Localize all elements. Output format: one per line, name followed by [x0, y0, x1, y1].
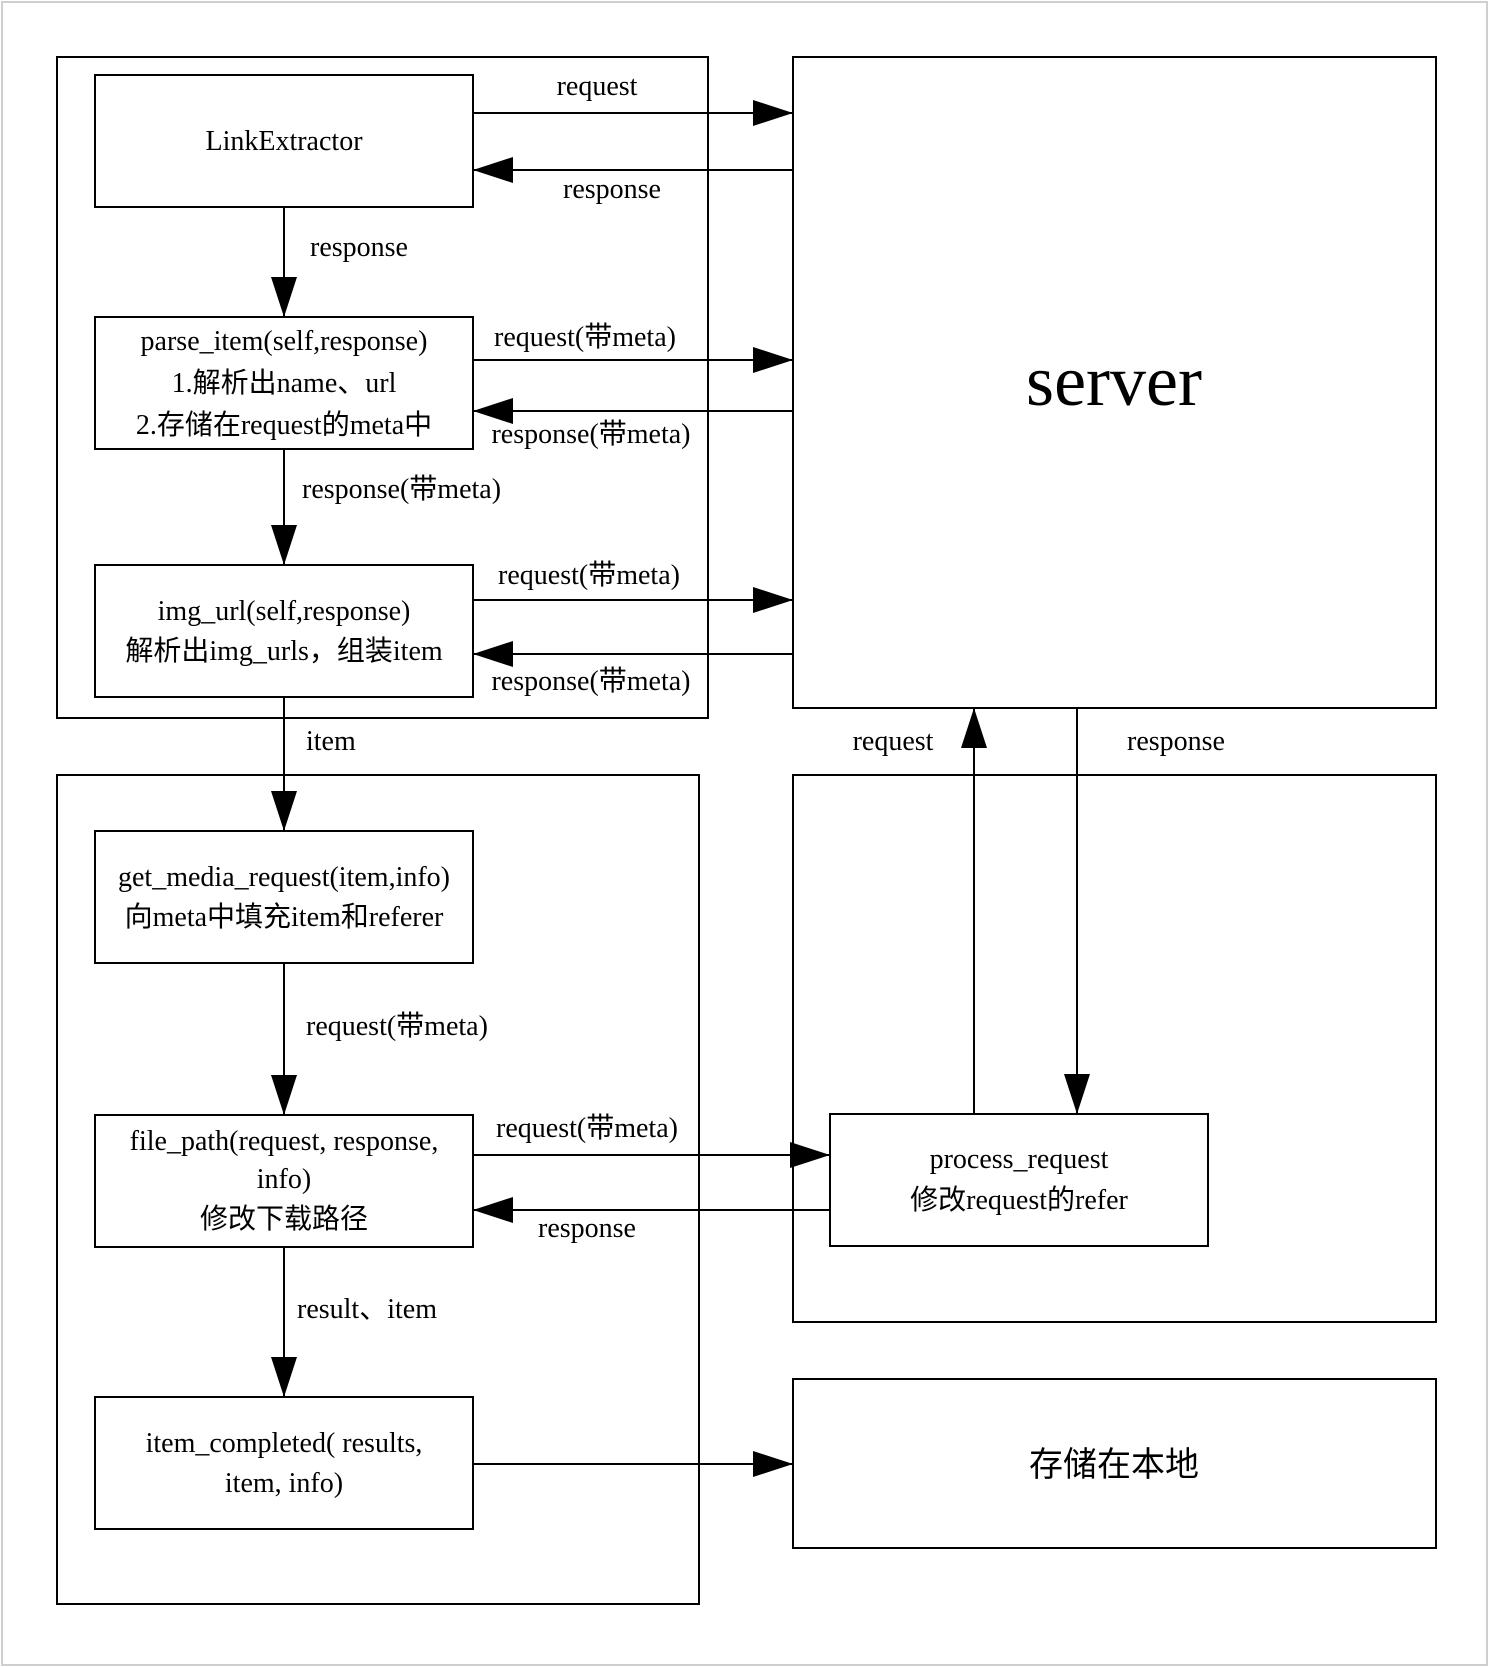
parse-to-img-arrow-head — [271, 525, 297, 565]
get-media-request-line-2: 向meta中填充item和referer — [125, 901, 444, 933]
server-label: server — [1026, 341, 1202, 421]
img-response-label: response(带meta) — [491, 665, 690, 697]
file-path-line-3: 修改下载路径 — [200, 1203, 368, 1235]
item-completed-line-2: item, info) — [225, 1468, 343, 1499]
parse-item-line-3: 2.存储在request的meta中 — [136, 409, 432, 441]
process-request-node: process_request 修改request的refer — [829, 1113, 1209, 1247]
parse-response-arrow-head — [473, 398, 513, 424]
spider-group-container — [56, 56, 709, 719]
item-completed-line-1: item_completed( results, — [146, 1428, 423, 1459]
parse-item-line-2: 1.解析出name、url — [172, 367, 397, 399]
parse-request-arrow-head — [753, 347, 793, 373]
pipeline-group-container — [56, 774, 700, 1605]
img-request-label: request(带meta) — [498, 559, 680, 591]
parse-item-line-1: parse_item(self,response) — [141, 326, 428, 357]
file-request-arrow-head — [790, 1142, 830, 1168]
parse-response-label: response(带meta) — [491, 418, 690, 450]
middleware-group-container — [792, 774, 1437, 1323]
img-to-media-label: item — [306, 726, 356, 757]
file-path-line-1: file_path(request, response, — [130, 1126, 439, 1157]
process-request-line-2: 修改request的refer — [910, 1184, 1128, 1216]
get-media-request-node: get_media_request(item,info) 向meta中填充ite… — [94, 830, 474, 964]
proc-request-label: request — [853, 726, 934, 757]
server-node: server — [792, 56, 1437, 709]
parse-item-node: parse_item(self,response) 1.解析出name、url … — [94, 316, 474, 450]
file-response-arrow-head — [473, 1197, 513, 1223]
img-url-line-2: 解析出img_urls，组装item — [125, 635, 443, 667]
store-local-label: 存储在本地 — [1029, 1446, 1199, 1484]
img-url-line-1: img_url(self,response) — [158, 596, 411, 627]
img-response-arrow-head — [473, 641, 513, 667]
le-request-label: request — [557, 71, 638, 102]
file-request-label: request(带meta) — [496, 1112, 678, 1144]
proc-response-label: response — [1127, 726, 1225, 757]
get-media-request-line-1: get_media_request(item,info) — [118, 862, 450, 893]
le-request-arrow-head — [753, 100, 793, 126]
link-extractor-node: LinkExtractor — [94, 74, 474, 208]
le-to-parse-arrow-head — [271, 277, 297, 317]
file-to-completed-label: result、item — [297, 1294, 437, 1325]
media-to-file-arrow-head — [271, 1075, 297, 1115]
img-url-node: img_url(self,response) 解析出img_urls，组装ite… — [94, 564, 474, 698]
store-local-node: 存储在本地 — [792, 1378, 1437, 1549]
file-path-node: file_path(request, response, info) 修改下载路… — [94, 1114, 474, 1248]
file-response-label: response — [538, 1213, 636, 1244]
parse-to-img-label: response(带meta) — [302, 473, 501, 505]
proc-response-arrow-head — [1064, 1074, 1090, 1114]
file-path-line-2: info) — [257, 1164, 311, 1195]
item-completed-node: item_completed( results, item, info) — [94, 1396, 474, 1530]
le-response-label: response — [563, 174, 661, 205]
process-request-line-1: process_request — [930, 1144, 1109, 1175]
img-to-media-arrow-head — [271, 791, 297, 831]
le-response-arrow-head — [473, 157, 513, 183]
completed-to-store-arrow-head — [753, 1451, 793, 1477]
le-to-parse-label: response — [310, 232, 408, 263]
link-extractor-label: LinkExtractor — [205, 126, 363, 157]
proc-request-arrow-head — [961, 708, 987, 748]
img-request-arrow-head — [753, 587, 793, 613]
file-to-completed-arrow-head — [271, 1357, 297, 1397]
parse-request-label: request(带meta) — [494, 321, 676, 353]
media-to-file-label: request(带meta) — [306, 1010, 488, 1042]
